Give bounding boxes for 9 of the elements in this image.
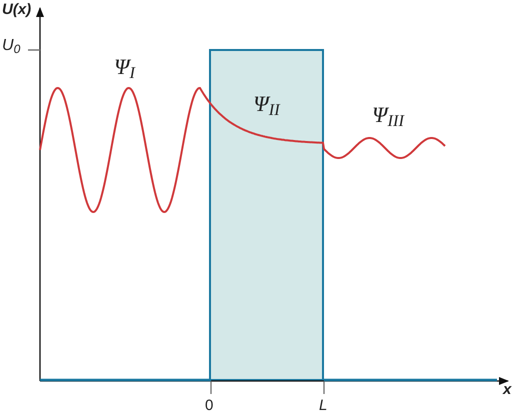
axis-label: x — [503, 382, 512, 397]
wave-label: Ψ$_{II}$ — [253, 90, 280, 120]
wave-label: Ψ$_{I}$ — [114, 56, 135, 78]
axis-label: U$_{0}$ — [2, 38, 20, 54]
wave-label: Ψ$_{III}$ — [372, 104, 404, 126]
tick-label: L — [319, 398, 328, 413]
tick-label: 0 — [205, 398, 214, 413]
barrier-region — [209, 49, 324, 381]
axis-label: U(x) — [2, 2, 32, 17]
